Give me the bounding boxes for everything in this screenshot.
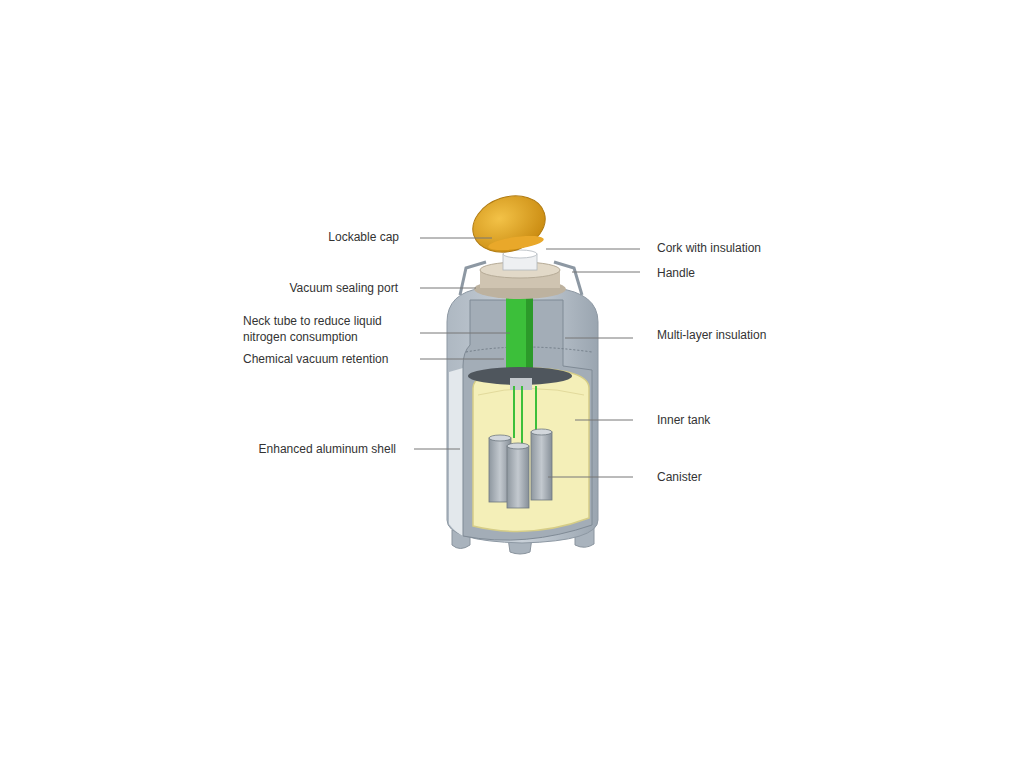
part-label: Vacuum sealing port [289, 280, 398, 296]
part-label: Neck tube to reduce liquid nitrogen cons… [243, 313, 395, 345]
part-label: Handle [657, 265, 695, 281]
part-label: Chemical vacuum retention [243, 351, 388, 367]
part-label: Multi-layer insulation [657, 327, 766, 343]
part-label: Enhanced aluminum shell [259, 441, 396, 457]
outer-shell [447, 288, 598, 543]
part-label: Cork with insulation [657, 240, 761, 256]
neck-tube [506, 298, 533, 370]
neck-tube-shade [526, 298, 533, 370]
lockable-cap [465, 187, 552, 261]
part-label: Canister [657, 469, 702, 485]
aluminum-face [449, 368, 463, 536]
inner-tank [473, 368, 589, 531]
leader-lines [414, 238, 640, 477]
canisters [489, 429, 552, 508]
part-label: Inner tank [657, 412, 710, 428]
part-label: Lockable cap [328, 229, 399, 245]
cap-rim [487, 233, 544, 253]
